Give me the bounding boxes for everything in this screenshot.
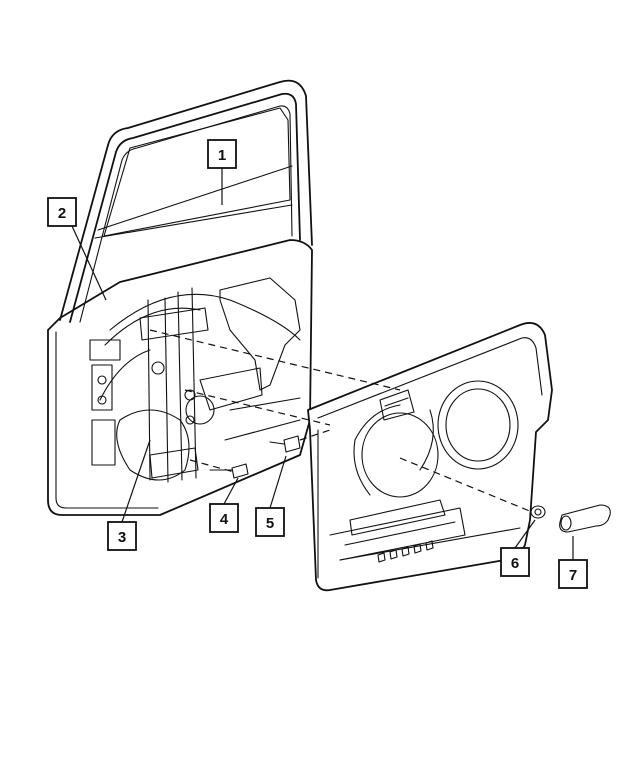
callout-2: 2 — [47, 197, 107, 301]
door-shell — [47, 239, 313, 516]
callout-7: 7 — [558, 536, 588, 589]
screw-part-5 — [269, 435, 301, 453]
assembly-lines — [149, 329, 533, 513]
callout-5: 5 — [255, 455, 287, 537]
callout-3: 3 — [107, 439, 151, 551]
callout-6: 6 — [500, 519, 536, 577]
svg-text:5: 5 — [266, 515, 274, 532]
svg-text:4: 4 — [220, 511, 229, 528]
door-window-frame — [59, 79, 313, 323]
door-glass — [103, 107, 291, 237]
svg-text:2: 2 — [58, 205, 66, 222]
callout-1: 1 — [207, 139, 237, 205]
handle-part-7 — [559, 504, 611, 533]
window-regulator — [99, 287, 301, 483]
nut-part-6 — [530, 505, 546, 519]
svg-text:3: 3 — [118, 529, 126, 546]
callout-4: 4 — [209, 477, 239, 533]
svg-text:7: 7 — [569, 567, 577, 584]
svg-text:1: 1 — [218, 147, 226, 164]
svg-text:6: 6 — [511, 555, 519, 572]
